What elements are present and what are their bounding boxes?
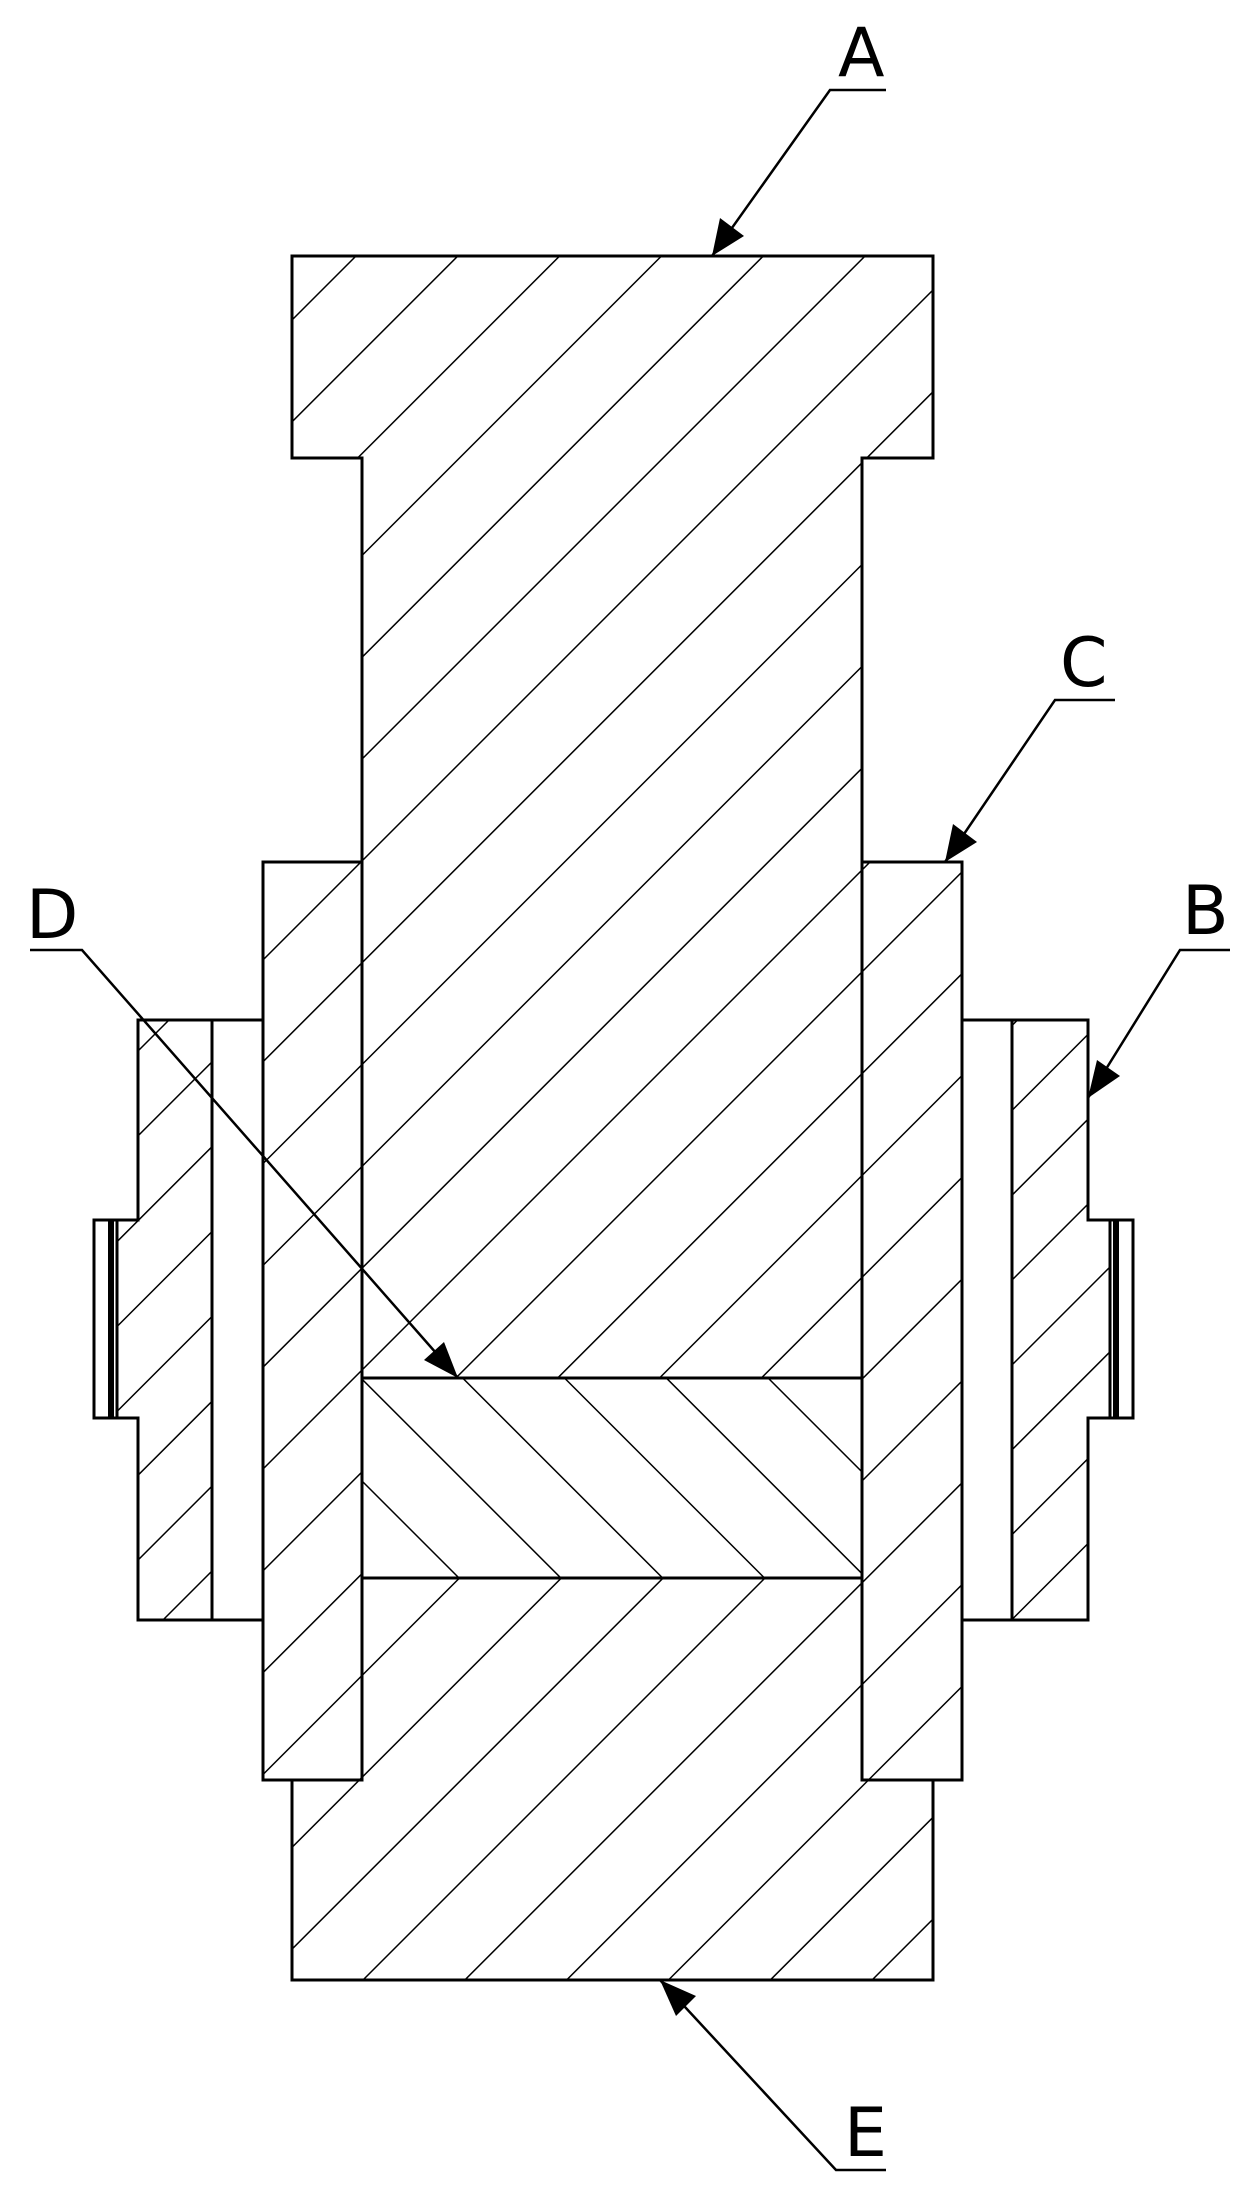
label-b: B — [1182, 872, 1229, 951]
label-d: D — [26, 876, 78, 955]
leader-e — [659, 1979, 886, 2172]
arrow-a — [712, 218, 744, 256]
arrow-d — [424, 1342, 458, 1378]
part-e-base — [290, 1576, 935, 1982]
part-c-sleeve-left — [261, 860, 364, 1782]
arrow-b — [1088, 1060, 1120, 1098]
part-d-specimen — [360, 1376, 864, 1580]
part-c-sleeve-right — [860, 860, 964, 1782]
part-a-punch — [290, 254, 935, 1380]
leader-a — [710, 88, 886, 257]
leader-d — [30, 948, 459, 1379]
label-c: C — [1060, 624, 1107, 703]
label-a: A — [838, 14, 885, 93]
leader-b — [1086, 948, 1230, 1099]
part-b-gap-right — [960, 1018, 1014, 1622]
arrow-e — [660, 1980, 696, 2016]
part-b-gap-left — [210, 1018, 265, 1622]
leader-c — [943, 698, 1115, 863]
arrow-c — [945, 824, 977, 862]
label-e: E — [844, 2094, 887, 2173]
